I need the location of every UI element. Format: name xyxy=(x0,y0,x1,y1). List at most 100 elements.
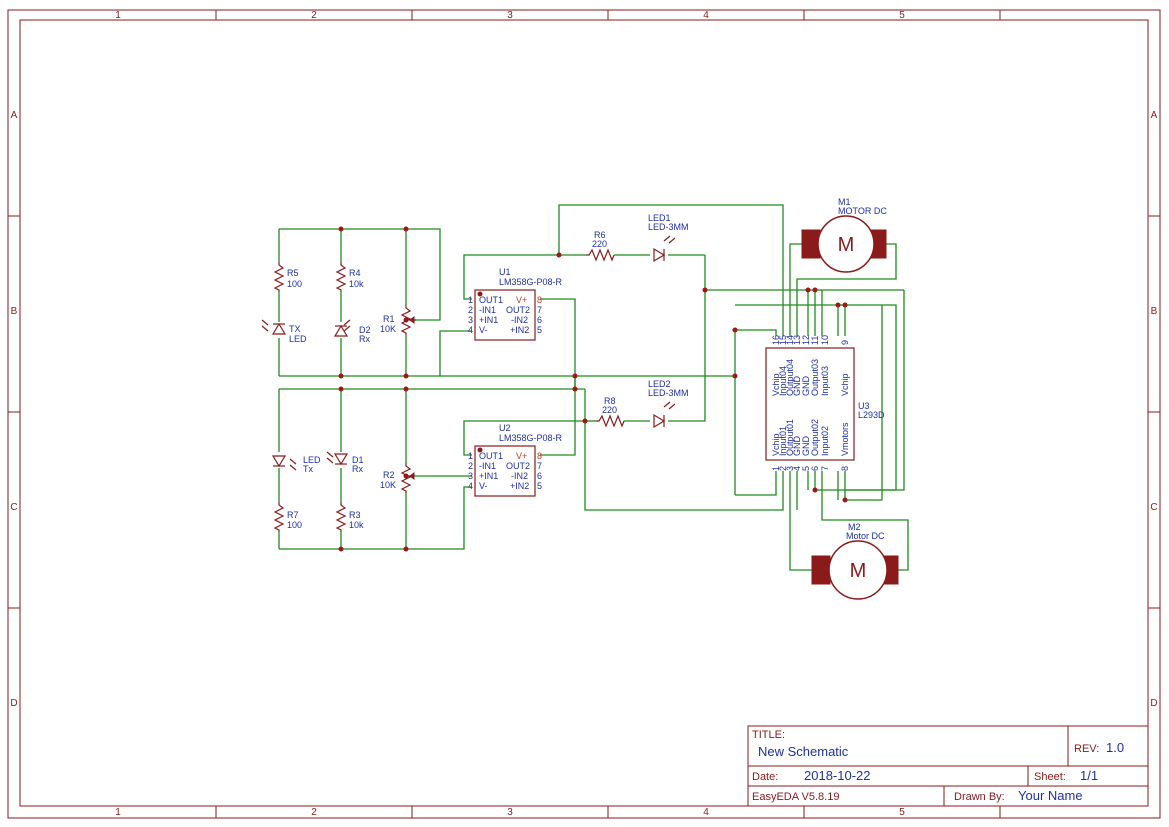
svg-text:R6: R6 xyxy=(594,230,606,240)
photodiode-d1: D1 Rx xyxy=(326,451,364,474)
u3-bottom-pin-name: Input01 xyxy=(778,426,788,456)
svg-text:220: 220 xyxy=(592,239,607,249)
u3-top-pin-name: Vchip xyxy=(771,373,781,396)
sheet-frame: 1 2 3 4 5 1 2 3 4 5 A B C D A B C D xyxy=(7,9,1161,819)
svg-text:R5: R5 xyxy=(287,268,299,278)
row-label-d: D xyxy=(10,698,17,709)
svg-text:LED-3MM: LED-3MM xyxy=(648,222,689,232)
svg-text:100: 100 xyxy=(287,279,302,289)
led-led2: LED2 LED-3MM xyxy=(648,379,689,429)
u3-top-pin-name: Output03 xyxy=(810,359,820,396)
u3-top-pin-name: GND xyxy=(801,376,811,397)
u3-bottom-pin-num: 2 xyxy=(778,466,788,471)
led-tx-bottom: LED Tx xyxy=(271,455,321,474)
svg-text:2: 2 xyxy=(468,305,473,315)
col-label-1-bottom: 1 xyxy=(115,807,121,818)
u3-bottom-pin-num: 1 xyxy=(771,466,781,471)
svg-text:MOTOR DC: MOTOR DC xyxy=(838,206,887,216)
drawn-by-value: Your Name xyxy=(1018,788,1083,803)
resistor-r4: R4 10k xyxy=(335,262,364,292)
svg-text:4: 4 xyxy=(468,481,473,491)
svg-text:1: 1 xyxy=(468,295,473,305)
col-label-2-bottom: 2 xyxy=(311,807,317,818)
u3-bottom-pin-num: 7 xyxy=(820,466,830,471)
u3-top-pin-num: 14 xyxy=(785,335,795,345)
u3-top-pin-name: Vchip xyxy=(840,373,850,396)
u3-bottom-pin-name: GND xyxy=(801,436,811,457)
title-value: New Schematic xyxy=(758,744,849,759)
svg-text:+IN2: +IN2 xyxy=(510,325,529,335)
u3-bottom-pin-num: 4 xyxy=(792,466,802,471)
svg-text:6: 6 xyxy=(537,315,542,325)
svg-text:1: 1 xyxy=(468,451,473,461)
junctions xyxy=(338,226,848,552)
col-label-3: 3 xyxy=(507,10,513,21)
svg-text:V-: V- xyxy=(479,481,488,491)
svg-text:Rx: Rx xyxy=(352,464,363,474)
potentiometer-r1: R1 10K xyxy=(380,305,416,335)
potentiometer-r2: R2 10K xyxy=(380,463,415,493)
u3-top-pin-name: Input04 xyxy=(778,366,788,396)
svg-text:5: 5 xyxy=(537,481,542,491)
svg-text:LED: LED xyxy=(289,334,307,344)
svg-text:TX: TX xyxy=(289,324,301,334)
resistor-r6: R6 220 xyxy=(586,230,615,262)
u3-bottom-pin-name: Vchip xyxy=(771,433,781,456)
drawn-by-label: Drawn By: xyxy=(954,791,1005,803)
col-label-3-bottom: 3 xyxy=(507,807,513,818)
sheet-value: 1/1 xyxy=(1080,768,1098,783)
svg-text:10k: 10k xyxy=(349,279,364,289)
row-label-b: B xyxy=(11,306,18,317)
svg-text:8: 8 xyxy=(537,451,542,461)
svg-text:7: 7 xyxy=(537,305,542,315)
col-label-4-bottom: 4 xyxy=(703,807,709,818)
svg-text:D1: D1 xyxy=(352,455,364,465)
photodiode-d2: D2 Rx xyxy=(333,319,371,344)
svg-text:LM358G-P08-R: LM358G-P08-R xyxy=(499,277,563,287)
u3-bottom-pin-name: Input02 xyxy=(820,426,830,456)
row-label-a-right: A xyxy=(1151,110,1158,121)
u3-top-pin-name: GND xyxy=(792,376,802,397)
svg-text:6: 6 xyxy=(537,471,542,481)
col-label-2: 2 xyxy=(311,10,317,21)
svg-text:L293D: L293D xyxy=(858,410,885,420)
svg-text:100: 100 xyxy=(287,520,302,530)
svg-text:10K: 10K xyxy=(380,480,396,490)
svg-text:7: 7 xyxy=(537,461,542,471)
svg-text:-IN2: -IN2 xyxy=(511,315,528,325)
u3-top-pin-name: Output04 xyxy=(785,359,795,396)
col-label-5: 5 xyxy=(899,10,905,21)
u3-bottom-pin-name: Output01 xyxy=(785,419,795,456)
motor-m1: M M1 MOTOR DC xyxy=(801,197,887,273)
row-label-c: C xyxy=(10,502,17,513)
svg-text:Motor DC: Motor DC xyxy=(846,531,885,541)
svg-text:3: 3 xyxy=(468,471,473,481)
svg-text:R1: R1 xyxy=(383,314,395,324)
resistor-r3: R3 10k xyxy=(335,502,364,532)
u3-bottom-pin-num: 6 xyxy=(810,466,820,471)
u3-bottom-pin-num: 8 xyxy=(840,466,850,471)
wires xyxy=(278,204,909,571)
svg-text:-IN1: -IN1 xyxy=(479,461,496,471)
col-label-5-bottom: 5 xyxy=(899,807,905,818)
svg-text:2: 2 xyxy=(468,461,473,471)
motor-m2: M M2 Motor DC xyxy=(811,522,899,600)
title-block: TITLE: New Schematic REV: 1.0 Date: 2018… xyxy=(747,725,1149,807)
row-label-d-right: D xyxy=(1150,698,1157,709)
svg-text:Rx: Rx xyxy=(359,334,370,344)
u3-top-pin-num: 15 xyxy=(778,335,788,345)
svg-text:U3: U3 xyxy=(858,401,870,411)
svg-text:LED: LED xyxy=(303,455,321,465)
svg-text:+IN1: +IN1 xyxy=(479,471,498,481)
svg-text:R2: R2 xyxy=(383,470,395,480)
rev-value: 1.0 xyxy=(1106,740,1124,755)
col-label-1: 1 xyxy=(115,10,121,21)
svg-text:M: M xyxy=(838,234,855,256)
svg-text:V-: V- xyxy=(479,325,488,335)
date-value: 2018-10-22 xyxy=(804,768,871,783)
u3-top-pin-num: 10 xyxy=(820,335,830,345)
u3-top-pin-num: 9 xyxy=(840,340,850,345)
resistor-r5: R5 100 xyxy=(273,262,302,292)
resistor-r7: R7 100 xyxy=(273,502,302,532)
